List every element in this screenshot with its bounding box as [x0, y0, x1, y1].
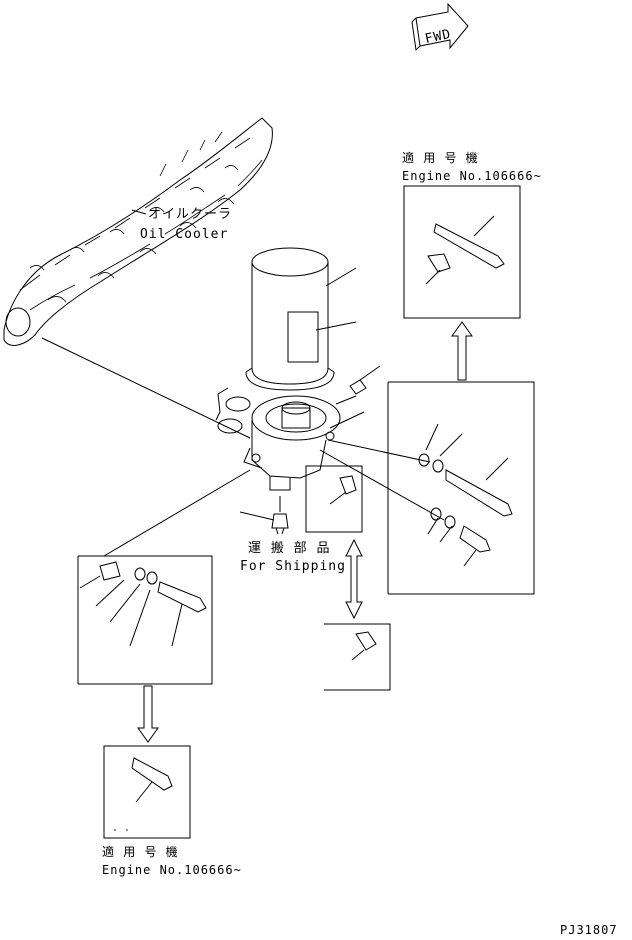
fwd-arrow-icon: FWD: [411, 2, 469, 52]
bolt-group-right: [319, 381, 535, 595]
plug-fitting: [349, 365, 381, 395]
filter-head: [243, 395, 341, 491]
double-arrow-icon: [345, 538, 363, 620]
top-applicable-label-jp: 適 用 号 機: [402, 150, 479, 165]
oil-filter-cartridge: [245, 247, 335, 391]
sensor-part-box: [324, 623, 391, 691]
drain-plug: [271, 496, 289, 535]
o-ring-set: [215, 387, 251, 434]
drawing-number: PJ31807: [560, 923, 618, 937]
oil-cooler-port: [5, 307, 31, 337]
shipping-label-jp: 運 搬 部 品: [248, 541, 330, 556]
shipping-part-box: [305, 465, 363, 533]
filter-label-plate: [287, 311, 319, 363]
top-engine-number-label: Engine No.106666~: [402, 169, 542, 183]
oil-cooler-label-jp: オイルクーラ: [148, 207, 232, 222]
oil-cooler-body: [3, 117, 273, 346]
fwd-label: FWD: [424, 27, 453, 47]
shipping-label-en: For Shipping: [240, 559, 346, 574]
up-arrow-icon: [451, 321, 473, 381]
bolt-group-left: [77, 555, 213, 685]
down-arrow-icon: [137, 685, 159, 743]
top-engine-box: [403, 185, 521, 319]
oil-cooler-label-en: Oil Cooler: [140, 227, 228, 242]
bottom-engine-box: [103, 745, 191, 839]
bottom-engine-number-label: Engine No.106666~: [102, 863, 242, 877]
bottom-applicable-label-jp: 適 用 号 機: [102, 844, 179, 859]
